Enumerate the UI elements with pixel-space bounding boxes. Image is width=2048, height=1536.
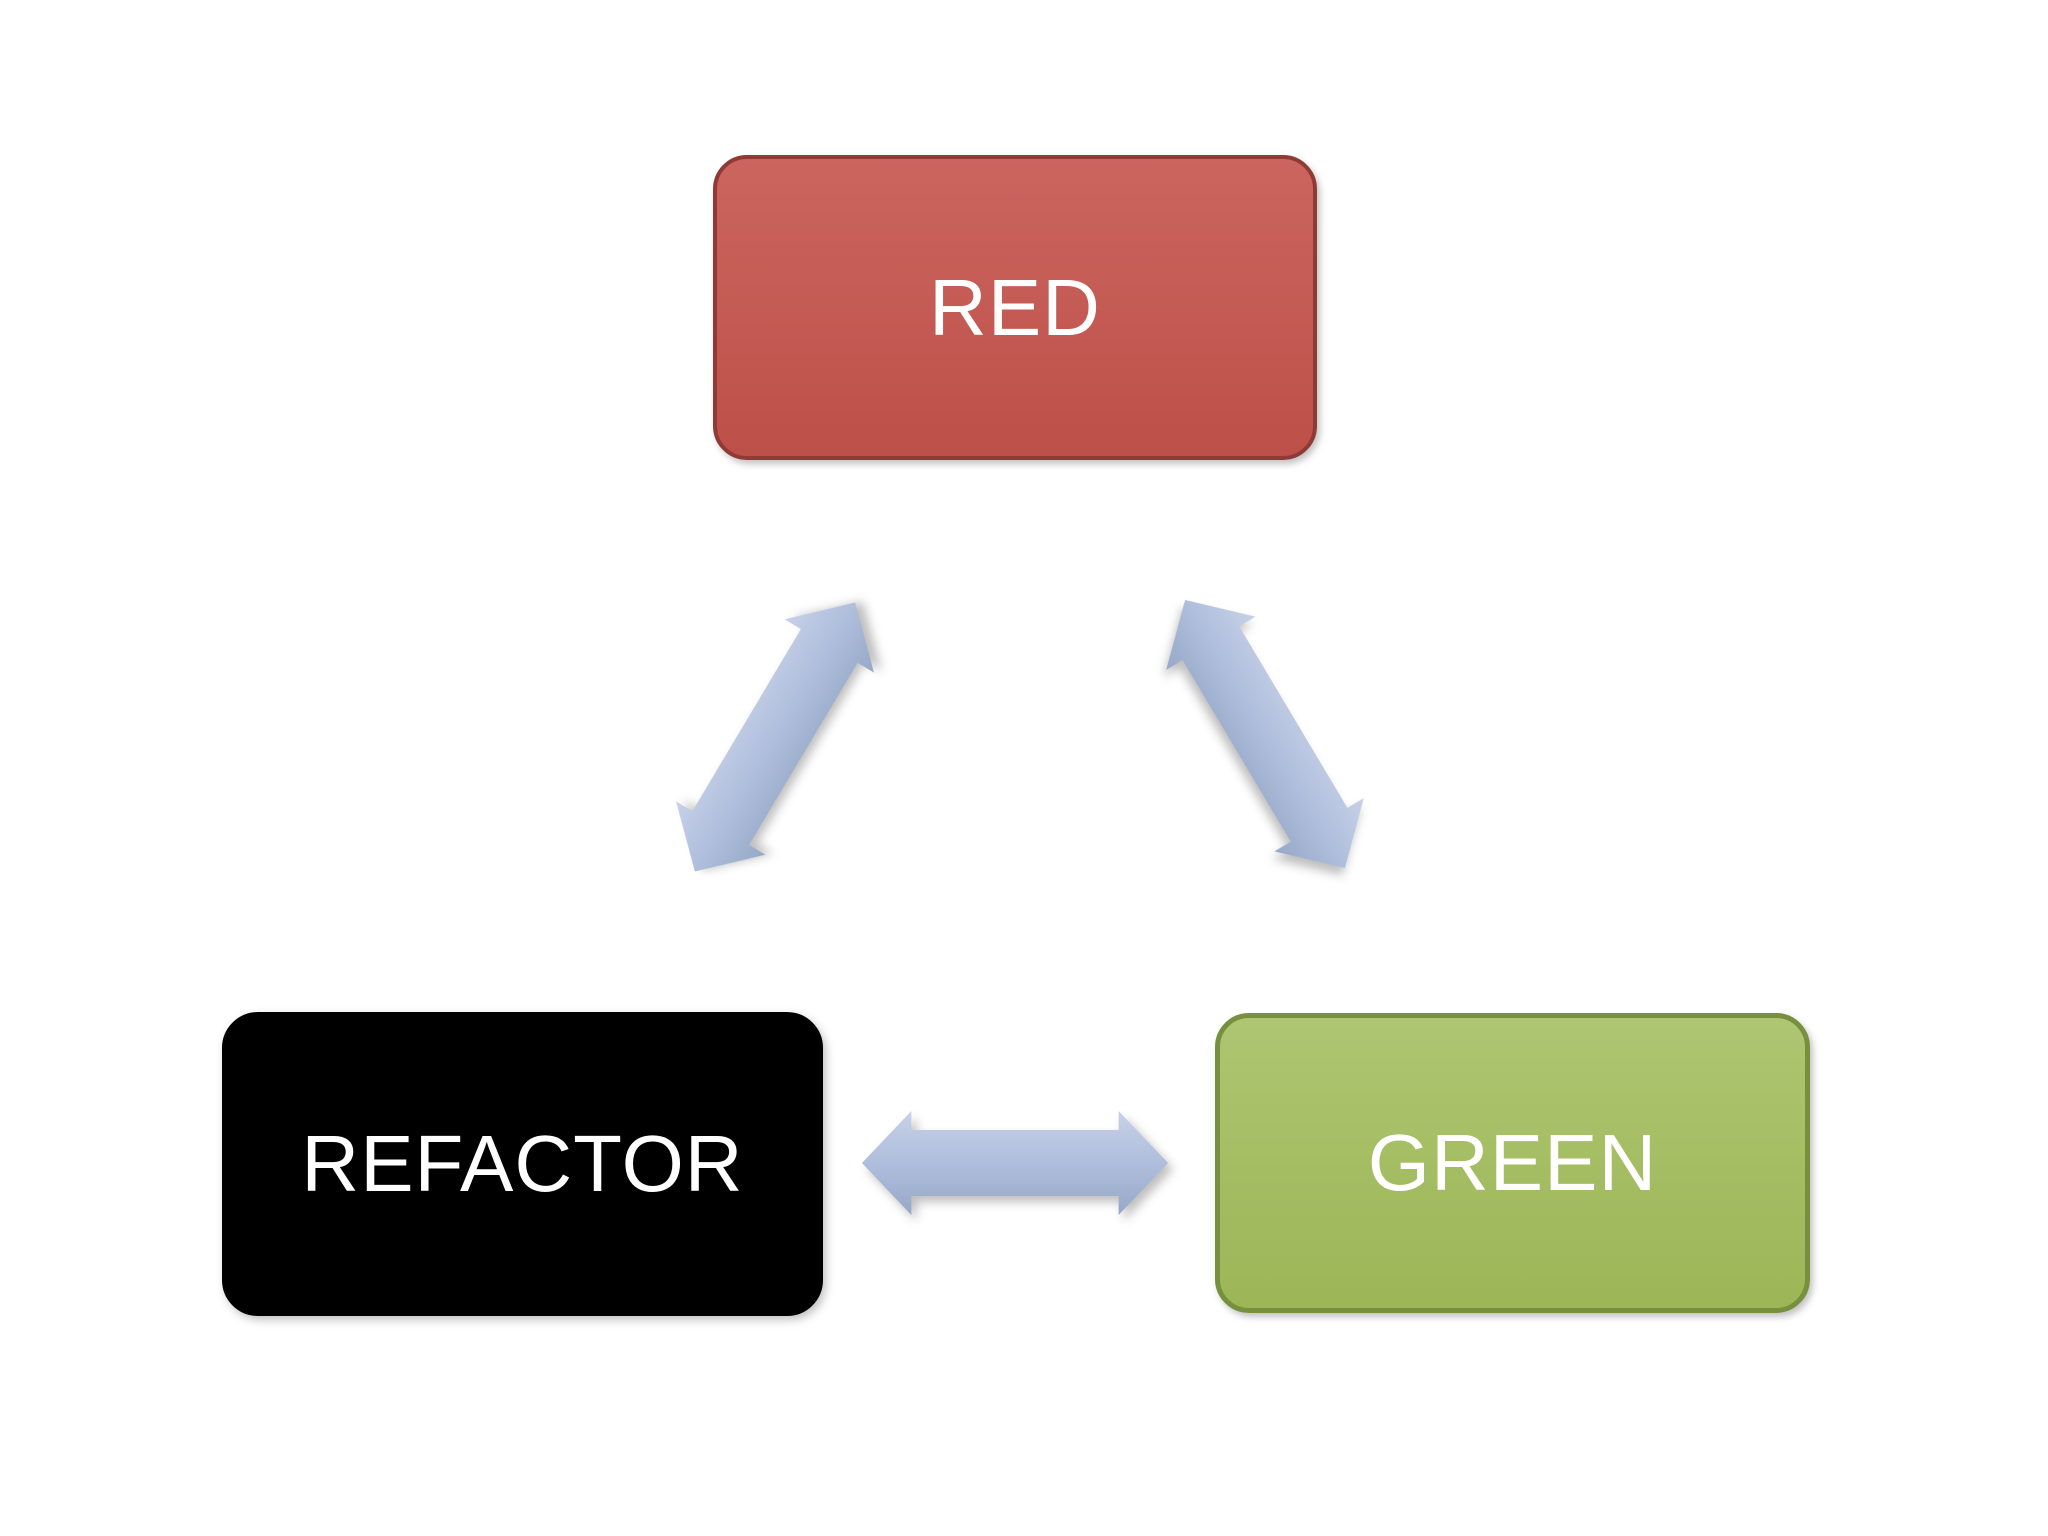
node-green: GREEN (1215, 1013, 1810, 1313)
node-red-label: RED (929, 262, 1101, 352)
node-red: RED (713, 155, 1317, 460)
connector-refactor-red-double-arrow-icon (650, 576, 900, 898)
node-green-label: GREEN (1367, 1118, 1658, 1207)
connector-red-green-double-arrow-icon (1140, 573, 1389, 894)
node-refactor-label: REFACTOR (301, 1119, 744, 1208)
connector-refactor-green-double-arrow-icon (862, 1111, 1168, 1215)
node-refactor: REFACTOR (222, 1012, 823, 1316)
